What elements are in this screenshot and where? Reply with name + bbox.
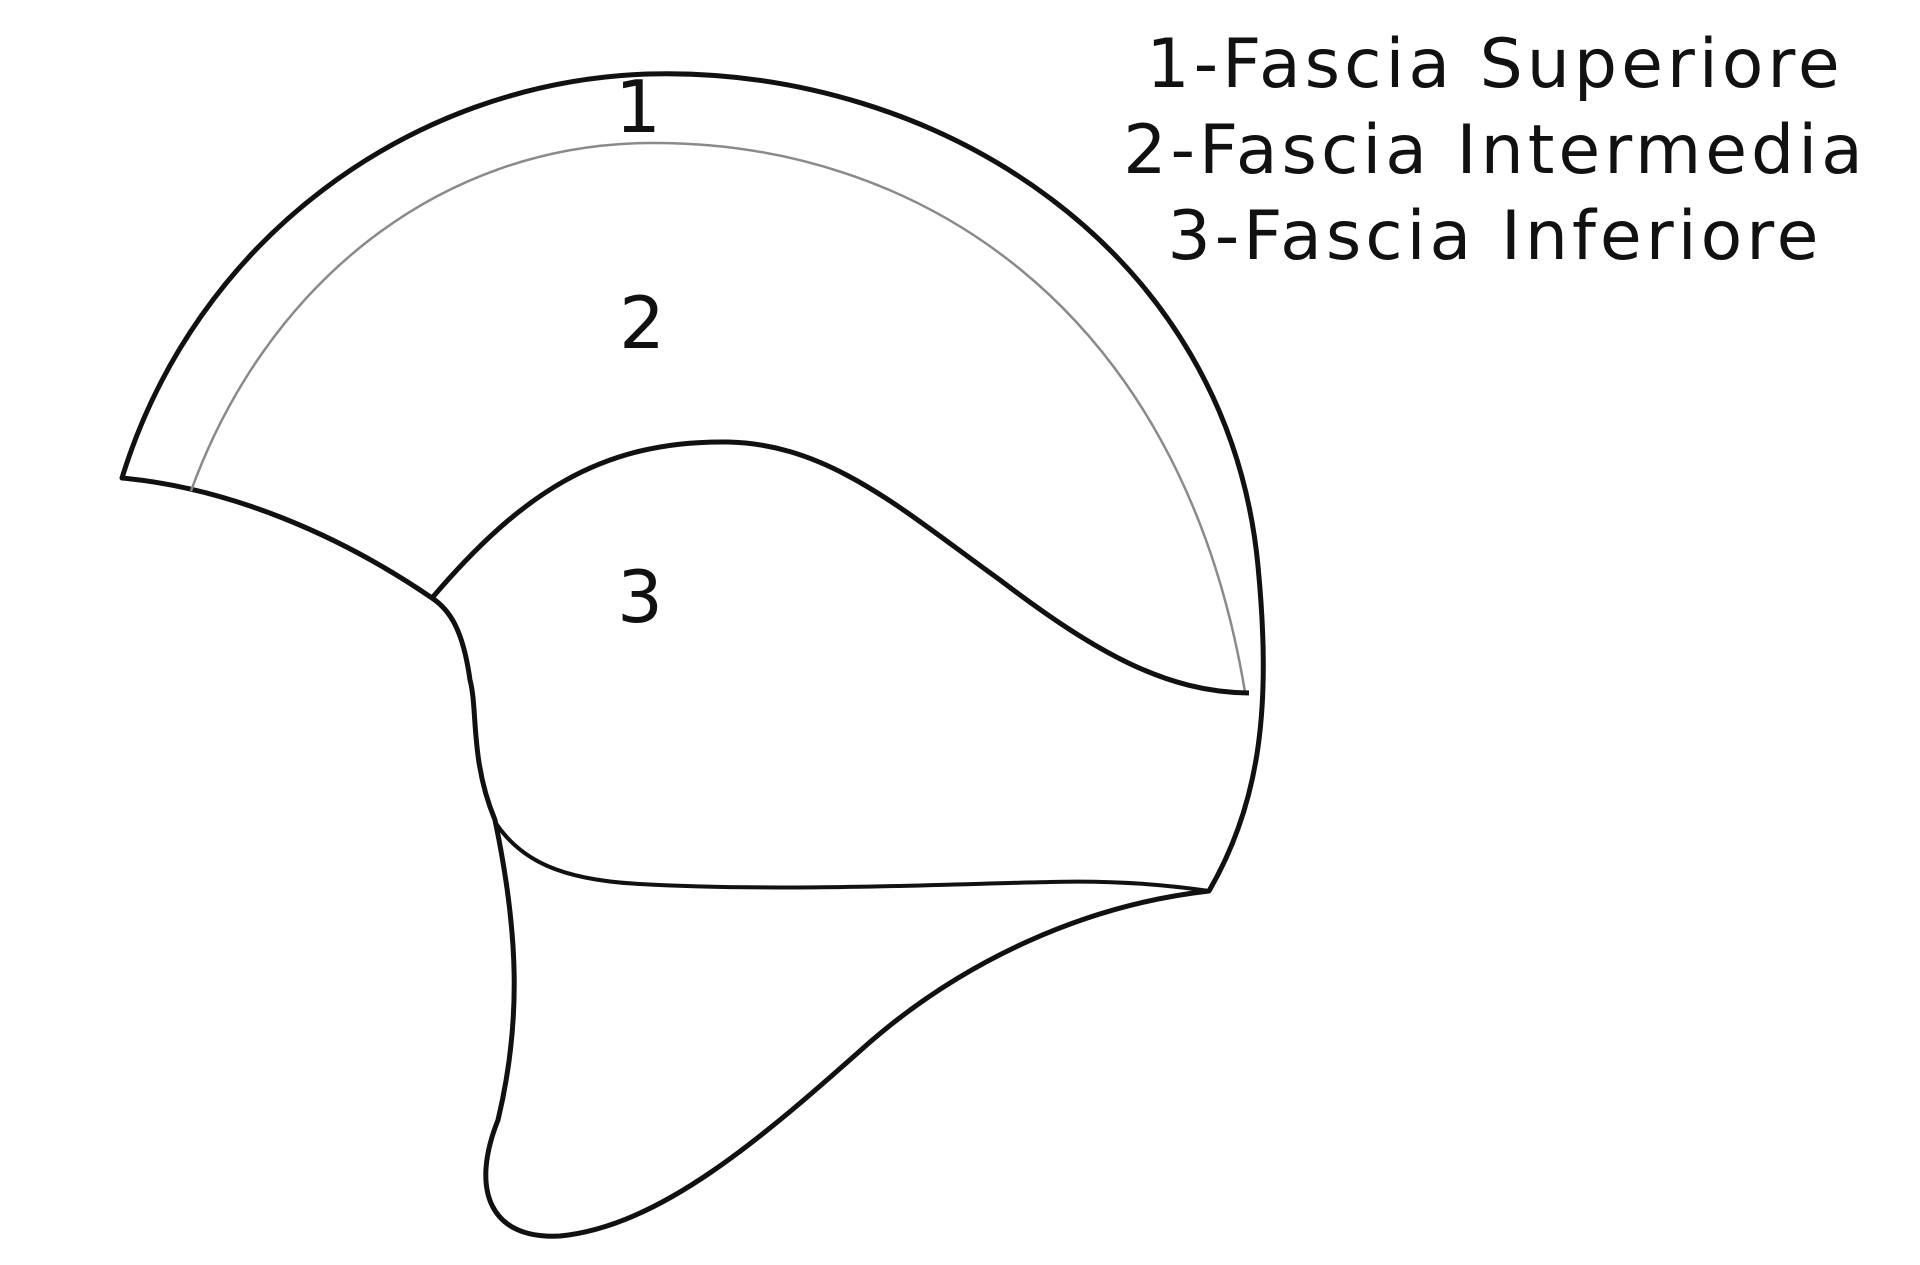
legend-item-1: 1-Fascia Superiore bbox=[1146, 25, 1844, 104]
legend-item-3: 3-Fascia Inferiore bbox=[1167, 197, 1823, 276]
zone-1-2-divider bbox=[189, 141, 1247, 693]
zone-2-3-divider bbox=[430, 439, 1250, 696]
lower-band-line bbox=[493, 820, 1210, 893]
zone-number-2: 2 bbox=[619, 281, 665, 365]
zone-number-3: 3 bbox=[617, 555, 663, 639]
zone-number-1: 1 bbox=[615, 65, 661, 149]
legend: 1-Fascia Superiore 2-Fascia Intermedia 3… bbox=[970, 22, 1920, 280]
helmet-outline bbox=[119, 71, 1266, 1239]
legend-item-2: 2-Fascia Intermedia bbox=[1123, 111, 1867, 190]
